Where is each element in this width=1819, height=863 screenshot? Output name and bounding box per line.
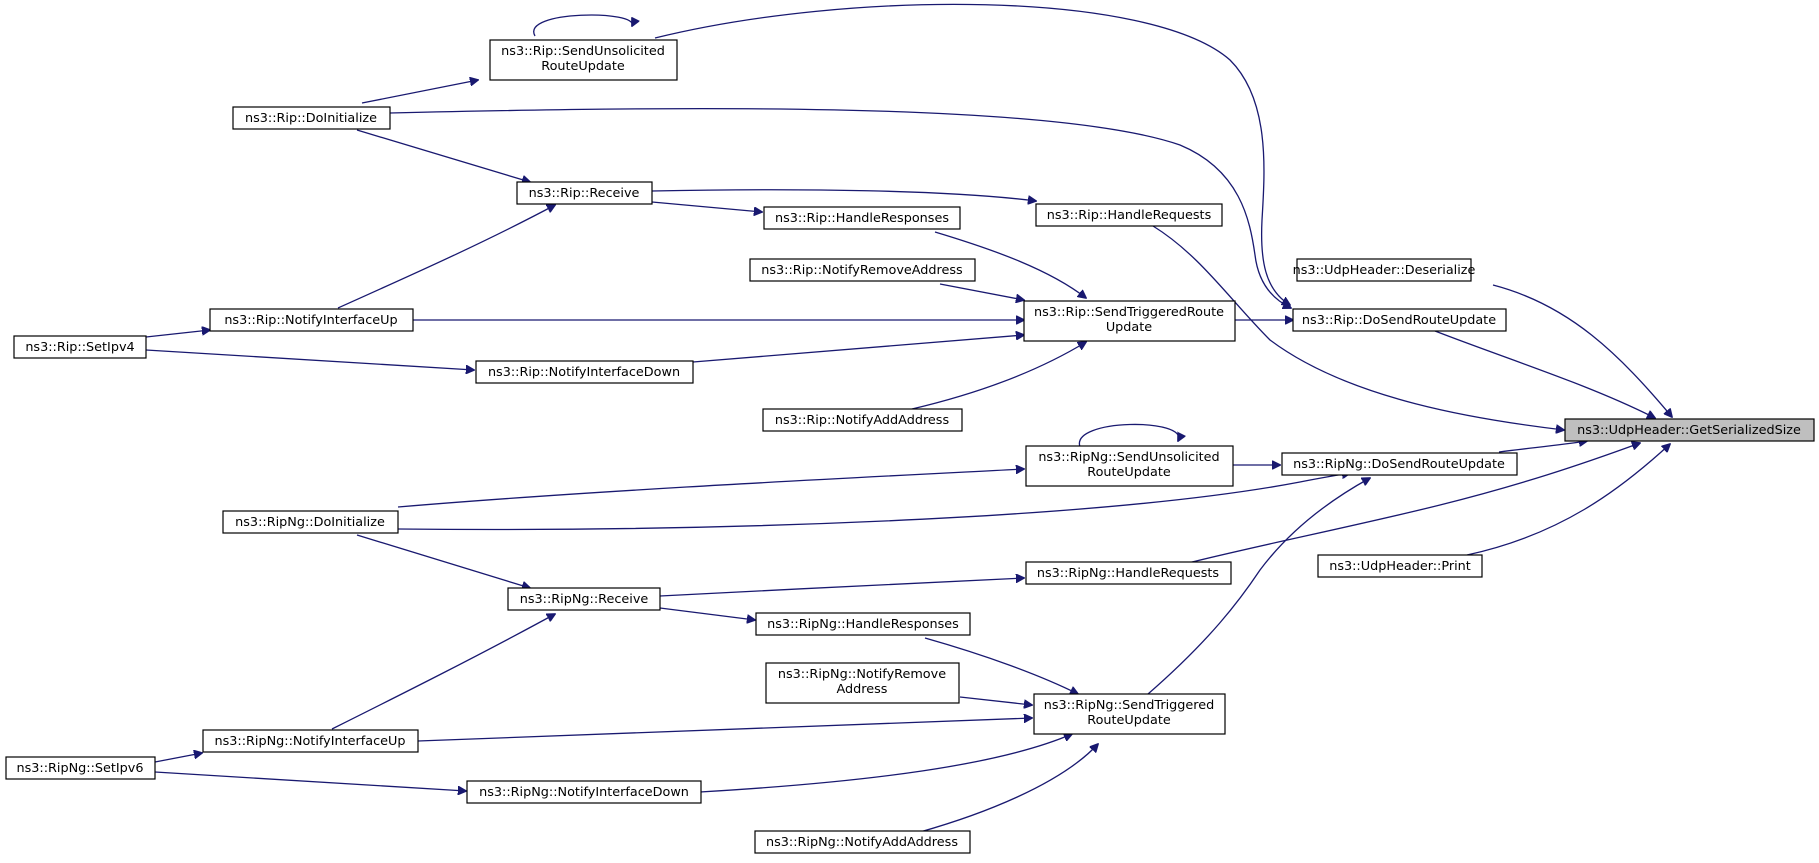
node-rip-setipv4[interactable]: ns3::Rip::SetIpv4 (13, 335, 147, 359)
node-rip-sendunsolicitedrouteupdate[interactable]: ns3::Rip::SendUnsolicited RouteUpdate (489, 39, 678, 81)
edge-ripng-dosendrouteupdate-to-getserializedsize (1498, 441, 1587, 453)
edge-ripng-notifyinterfaceup-to-ripng-receive (331, 614, 555, 730)
node-ripng-sendunsolicitedrouteupdate[interactable]: ns3::RipNg::SendUnsolicited RouteUpdate (1025, 445, 1234, 487)
node-label: ns3::Rip::HandleResponses (775, 211, 949, 226)
edge-rip-doinitialize-to-rip-receive (356, 129, 530, 182)
node-rip-handleresponses[interactable]: ns3::Rip::HandleResponses (763, 206, 961, 230)
node-udpheader-deserialize[interactable]: ns3::UdpHeader::Deserialize (1293, 258, 1476, 282)
edge-rip-notifyinterfaceup-to-rip-receive (337, 205, 555, 309)
node-label: ns3::Rip::HandleRequests (1047, 208, 1212, 223)
node-label: ns3::RipNg::NotifyInterfaceUp (214, 734, 405, 749)
node-label: ns3::RipNg::SetIpv6 (16, 761, 143, 776)
node-label: ns3::Rip::DoInitialize (245, 111, 377, 126)
edge-rip-notifyremoveaddress-to-rip-sendtriggeredrouteupdate (939, 283, 1024, 300)
edge-ripng-setipv6-to-ripng-notifyinterfaceup (154, 753, 202, 763)
node-udpheader-getserializedsize[interactable]: ns3::UdpHeader::GetSerializedSize (1564, 418, 1815, 442)
edge-rip-setipv4-to-rip-notifyinterfaceup (145, 330, 210, 338)
node-label-line-2: RouteUpdate (1087, 465, 1171, 480)
node-rip-receive[interactable]: ns3::Rip::Receive (516, 181, 653, 205)
nodes: ns3::UdpHeader::GetSerializedSize ns3::U… (5, 39, 1815, 854)
edge-rip-setipv4-to-rip-notifyinterfacedown (145, 349, 474, 370)
edge-rip-receive-to-rip-handleresponses (651, 201, 762, 212)
node-label: ns3::Rip::SetIpv4 (25, 340, 134, 355)
node-label: ns3::RipNg::Receive (520, 592, 649, 607)
node-ripng-dosendrouteupdate[interactable]: ns3::RipNg::DoSendRouteUpdate (1281, 452, 1518, 476)
node-rip-doinitialize[interactable]: ns3::Rip::DoInitialize (232, 106, 391, 130)
node-label: ns3::Rip::NotifyInterfaceUp (224, 313, 397, 328)
node-label: ns3::Rip::DoSendRouteUpdate (1302, 313, 1496, 328)
node-label: ns3::Rip::NotifyInterfaceDown (488, 365, 680, 380)
node-label: ns3::RipNg::NotifyAddAddress (766, 835, 958, 850)
node-label: ns3::RipNg::HandleResponses (767, 617, 959, 632)
edge-rip-doinitialize-to-rip-dosendrouteupdate (389, 107, 1291, 308)
node-label: ns3::RipNg::DoInitialize (235, 515, 385, 530)
node-udpheader-print[interactable]: ns3::UdpHeader::Print (1317, 554, 1483, 578)
node-ripng-sendtriggeredrouteupdate[interactable]: ns3::RipNg::SendTriggered RouteUpdate (1033, 693, 1226, 735)
node-ripng-setipv6[interactable]: ns3::RipNg::SetIpv6 (5, 756, 156, 780)
edge-rip-receive-to-rip-handlerequests (651, 189, 1036, 201)
node-label: ns3::RipNg::HandleRequests (1037, 566, 1220, 581)
edge-ripng-doinitialize-to-ripng-receive (356, 534, 530, 588)
edge-rip-notifyaddaddress-to-rip-sendtriggeredrouteupdate (911, 342, 1086, 410)
node-label: ns3::UdpHeader::GetSerializedSize (1577, 423, 1801, 438)
node-ripng-notifyaddaddress[interactable]: ns3::RipNg::NotifyAddAddress (754, 830, 971, 854)
edges (145, 3, 1672, 833)
edge-ripng-notifyremoveaddress-to-ripng-sendtriggeredrouteupdate (959, 696, 1032, 705)
edge-ripng-doinitialize-to-ripng-sendunsolicitedrouteupdate (397, 469, 1024, 508)
edge-rip-handleresponses-to-rip-sendtriggeredrouteupdate (934, 231, 1086, 298)
node-label-line-2: Address (837, 682, 888, 697)
node-rip-handlerequests[interactable]: ns3::Rip::HandleRequests (1035, 203, 1223, 227)
edge-ripng-handleresponses-to-ripng-sendtriggeredrouteupdate (924, 637, 1078, 694)
edge-rip-notifyinterfacedown-to-rip-sendtriggeredrouteupdate (692, 335, 1024, 363)
edge-ripng-handlerequests-to-getserializedsize (1187, 443, 1640, 564)
node-label-line-1: ns3::RipNg::NotifyRemove (778, 667, 946, 682)
edge-ripng-doinitialize-to-ripng-dosendrouteupdate (397, 473, 1350, 531)
node-rip-notifyremoveaddress[interactable]: ns3::Rip::NotifyRemoveAddress (749, 258, 976, 282)
node-label: ns3::RipNg::DoSendRouteUpdate (1293, 457, 1505, 472)
node-rip-dosendrouteupdate[interactable]: ns3::Rip::DoSendRouteUpdate (1292, 308, 1507, 332)
edge-ripng-sendunsolicitedrouteupdate-self (1079, 423, 1178, 448)
edge-rip-sendunsolicitedrouteupdate-to-rip-dosendrouteupdate (654, 3, 1290, 305)
node-ripng-doinitialize[interactable]: ns3::RipNg::DoInitialize (222, 510, 399, 534)
node-label: ns3::UdpHeader::Print (1329, 559, 1471, 574)
edge-rip-dosendrouteupdate-to-getserializedsize (1434, 330, 1655, 418)
edge-ripng-notifyinterfaceup-to-ripng-sendtriggeredrouteupdate (417, 718, 1032, 742)
node-label: ns3::RipNg::NotifyInterfaceDown (479, 785, 689, 800)
node-rip-sendtriggeredrouteupdate[interactable]: ns3::Rip::SendTriggeredRoute Update (1023, 300, 1236, 342)
node-label-line-2: RouteUpdate (1087, 713, 1171, 728)
node-label: ns3::UdpHeader::Deserialize (1293, 263, 1476, 278)
edge-ripng-notifyinterfacedown-to-ripng-sendtriggeredrouteupdate (699, 734, 1072, 793)
node-ripng-handlerequests[interactable]: ns3::RipNg::HandleRequests (1025, 561, 1232, 585)
node-ripng-notifyremoveaddress[interactable]: ns3::RipNg::NotifyRemove Address (765, 662, 960, 704)
edge-ripng-receive-to-ripng-handlerequests (659, 578, 1024, 597)
node-rip-notifyaddaddress[interactable]: ns3::Rip::NotifyAddAddress (762, 408, 963, 432)
node-ripng-receive[interactable]: ns3::RipNg::Receive (507, 587, 661, 611)
edge-rip-sendunsolicitedrouteupdate-self (533, 14, 633, 37)
edge-ripng-notifyaddaddress-to-ripng-sendtriggeredrouteupdate (919, 744, 1098, 833)
node-ripng-notifyinterfacedown[interactable]: ns3::RipNg::NotifyInterfaceDown (466, 780, 702, 804)
edge-print-to-getserializedsize (1466, 444, 1670, 556)
node-label-line-1: ns3::RipNg::SendUnsolicited (1038, 450, 1219, 465)
edge-ripng-receive-to-ripng-handleresponses (659, 607, 755, 620)
edge-rip-handlerequests-to-getserializedsize (1152, 225, 1564, 430)
node-rip-notifyinterfaceup[interactable]: ns3::Rip::NotifyInterfaceUp (209, 308, 414, 332)
node-label-line-1: ns3::RipNg::SendTriggered (1044, 698, 1215, 713)
node-label: ns3::Rip::NotifyRemoveAddress (761, 263, 963, 278)
node-label: ns3::Rip::NotifyAddAddress (775, 413, 950, 428)
edge-deserialize-to-getserializedsize (1492, 284, 1672, 417)
edge-ripng-sendtriggeredrouteupdate-to-ripng-dosendrouteupdate (1147, 478, 1370, 695)
node-ripng-handleresponses[interactable]: ns3::RipNg::HandleResponses (755, 612, 971, 636)
node-ripng-notifyinterfaceup[interactable]: ns3::RipNg::NotifyInterfaceUp (202, 729, 419, 753)
node-label-line-1: ns3::Rip::SendUnsolicited (501, 44, 665, 59)
node-label-line-1: ns3::Rip::SendTriggeredRoute (1034, 305, 1224, 320)
node-label: ns3::Rip::Receive (529, 186, 640, 201)
node-label-line-2: Update (1106, 320, 1152, 335)
edge-rip-doinitialize-to-rip-sendunsolicitedrouteupdate (361, 80, 478, 104)
edge-ripng-setipv6-to-ripng-notifyinterfacedown (154, 771, 466, 791)
node-label-line-2: RouteUpdate (541, 59, 625, 74)
node-rip-notifyinterfacedown[interactable]: ns3::Rip::NotifyInterfaceDown (475, 360, 694, 384)
